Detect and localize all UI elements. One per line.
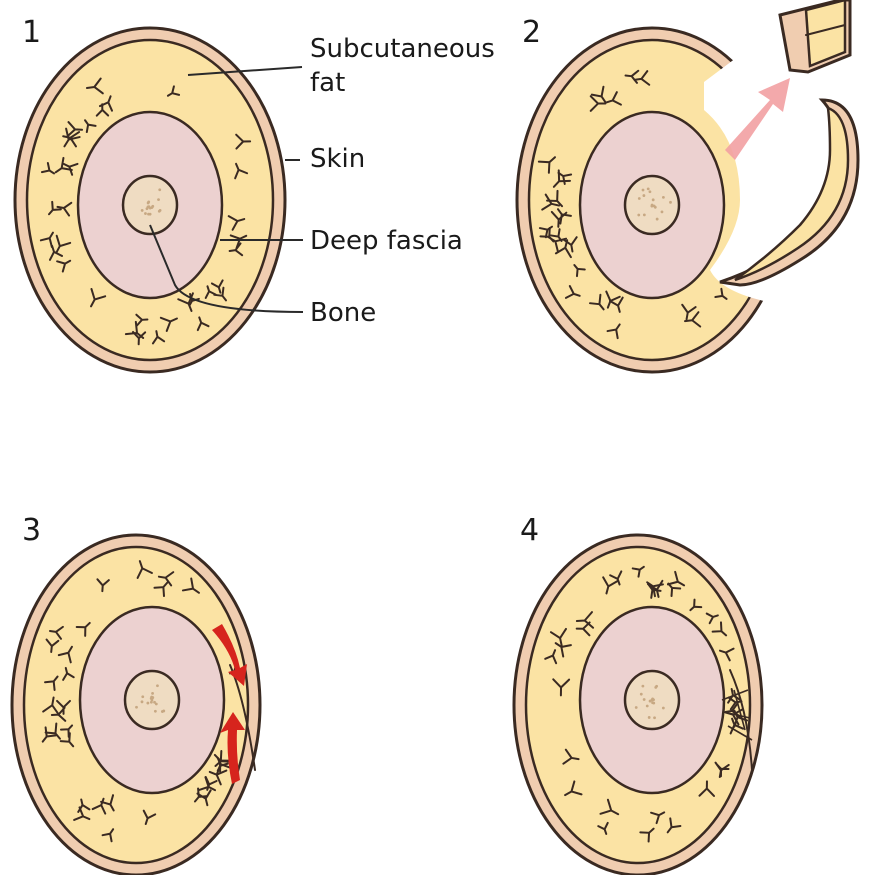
marrow-dot <box>141 209 144 212</box>
marrow-dot <box>146 207 149 210</box>
marrow-dot <box>149 213 152 216</box>
panel-4: 4 <box>514 513 762 875</box>
panel-2: 2 <box>517 0 870 372</box>
marrow-dot <box>661 210 664 213</box>
marrow-dot <box>148 205 151 208</box>
marrow-dot <box>654 686 657 689</box>
marrow-dot <box>643 213 646 216</box>
panel-number-3: 3 <box>22 513 41 548</box>
marrow-dot <box>662 196 665 199</box>
marrow-dot <box>650 205 653 208</box>
marrow-dot <box>648 716 651 719</box>
label-deep-fascia: Deep fascia <box>310 226 463 256</box>
marrow-dot <box>642 189 645 192</box>
marrow-dot <box>156 684 159 687</box>
marrow-dot <box>653 716 656 719</box>
marrow-dot <box>662 707 665 710</box>
marrow-dot <box>640 693 643 696</box>
marrow-dot <box>158 188 161 191</box>
marrow-dot <box>151 692 154 695</box>
marrow-dot <box>141 700 144 703</box>
marrow-dot <box>654 206 657 209</box>
panel-3: 3 <box>12 513 260 875</box>
marrow-dot <box>135 706 138 709</box>
marrow-dot <box>638 197 641 200</box>
label-fat: fat <box>310 68 345 98</box>
marrow-dot <box>652 198 655 201</box>
marrow-dot <box>652 702 655 705</box>
panel-number-1: 1 <box>22 15 41 50</box>
marrow-dot <box>146 702 149 705</box>
marrow-dot <box>637 214 640 217</box>
limb-cross-section-1 <box>15 28 285 372</box>
marrow-dot <box>159 209 162 212</box>
marrow-dot <box>641 685 644 688</box>
marrow-dot <box>153 701 156 704</box>
marrow-dot <box>651 697 654 700</box>
panel-1: 1 Subcutaneous fat Skin Deep fascia Bone <box>15 15 495 372</box>
marrow-dot <box>147 202 150 205</box>
marrow-dot <box>161 710 164 713</box>
excised-tissue-block <box>780 0 850 72</box>
marrow-dot <box>642 194 645 197</box>
marrow-dot <box>150 701 153 704</box>
label-skin: Skin <box>310 144 365 174</box>
marrow-dot <box>649 700 652 703</box>
panel-number-2: 2 <box>522 15 541 50</box>
marrow-dot <box>656 218 659 221</box>
marrow-dot <box>154 710 157 713</box>
marrow-dot <box>643 698 646 701</box>
marrow-dot <box>635 706 638 709</box>
marrow-dot <box>150 696 153 699</box>
marrow-dot <box>669 201 672 204</box>
limb-cross-section-4 <box>514 535 762 875</box>
marrow-dot <box>647 187 650 190</box>
marrow-dot <box>649 190 652 193</box>
limb-cross-section-3 <box>12 535 260 875</box>
label-subcutaneous: Subcutaneous <box>310 34 495 64</box>
limb-cross-section-2 <box>517 0 870 372</box>
marrow-dot <box>157 198 160 201</box>
marrow-dot <box>646 705 649 708</box>
marrow-dot <box>151 205 154 208</box>
marrow-dot <box>144 212 147 215</box>
label-bone: Bone <box>310 298 376 328</box>
panel-number-4: 4 <box>520 513 539 548</box>
marrow-dot <box>141 695 144 698</box>
